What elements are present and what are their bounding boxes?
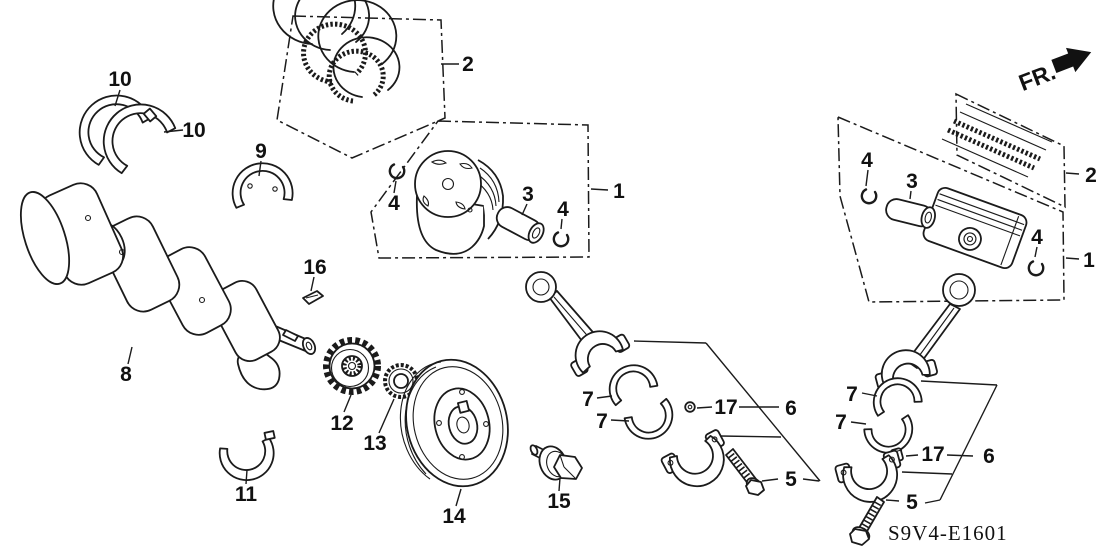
callout-4-right-b: 4 <box>1031 226 1043 249</box>
piston-left <box>414 150 504 255</box>
callout-4-left-b: 4 <box>557 198 569 221</box>
callout-7-left-b: 7 <box>596 410 608 433</box>
callout-17-left: 17 <box>714 396 737 419</box>
fr-label: FR. <box>1015 58 1059 96</box>
callout-6-left: 6 <box>785 397 797 420</box>
callout-11: 11 <box>235 483 258 506</box>
pin-clip-right-a <box>860 188 878 205</box>
woodruff-key <box>302 290 324 305</box>
pin-clip-left-a <box>388 163 406 180</box>
piston-pin-right <box>885 198 936 229</box>
rod-bolt-left <box>725 448 765 496</box>
piston-kit-box-left <box>370 120 590 259</box>
main-bearing-upper <box>231 162 294 209</box>
callout-5-left: 5 <box>785 468 797 491</box>
callout-15: 15 <box>547 490 571 513</box>
leader-lines <box>114 63 1080 507</box>
callout-8: 8 <box>120 363 132 386</box>
rod-bolt-right <box>849 496 885 546</box>
piston-ring-set-left <box>272 0 401 104</box>
fr-arrow-icon <box>1051 47 1092 74</box>
callout-labels: 10 10 9 2 1 3 4 4 16 8 12 13 11 14 15 7 … <box>108 53 1097 528</box>
ring-set-box-left <box>276 15 446 159</box>
pin-clip-left-b <box>552 231 570 248</box>
callout-2-left: 2 <box>462 53 474 76</box>
piston-pin-left <box>495 206 545 244</box>
callout-3-left: 3 <box>522 183 534 206</box>
rod-bearings-left <box>608 364 674 440</box>
connecting-rod-left <box>525 271 631 377</box>
crankshaft <box>19 182 317 391</box>
callout-7-right-a: 7 <box>846 383 858 406</box>
callout-4-left-a: 4 <box>388 192 400 215</box>
callout-10-b: 10 <box>182 119 205 142</box>
pulley-bolt <box>529 444 583 481</box>
thrust-washers <box>78 94 177 175</box>
callout-1-left: 1 <box>613 180 625 203</box>
timing-sprocket <box>323 337 381 395</box>
pin-clip-right-b <box>1027 260 1045 277</box>
callout-1-right: 1 <box>1083 249 1095 272</box>
callout-9: 9 <box>255 140 267 163</box>
rod-cap-left <box>660 429 725 488</box>
callout-4-right-a: 4 <box>861 149 873 172</box>
crank-pulley <box>399 358 509 488</box>
diagram-code: S9V4-E1601 <box>888 521 1008 545</box>
callout-12: 12 <box>330 412 353 435</box>
rod-bearings-right <box>863 377 923 454</box>
callout-5-right: 5 <box>906 491 918 514</box>
callout-7-right-b: 7 <box>835 411 847 434</box>
piston-kit-box-right <box>837 115 1065 303</box>
connecting-rod-right <box>874 273 976 390</box>
rod-cap-right <box>834 449 902 503</box>
piston-right <box>922 186 1028 270</box>
piston-ring-set-right <box>941 103 1053 178</box>
callout-6-right: 6 <box>983 445 995 468</box>
callout-7-left-a: 7 <box>582 388 594 411</box>
callout-2-right: 2 <box>1085 164 1097 187</box>
callout-16: 16 <box>303 256 326 279</box>
callout-14: 14 <box>442 505 466 528</box>
dowel-pin-left <box>684 401 696 413</box>
fr-direction-indicator: FR. <box>1015 47 1092 96</box>
main-bearing-lower <box>218 430 276 482</box>
callout-3-right: 3 <box>906 170 918 193</box>
callout-13: 13 <box>363 432 386 455</box>
callout-10-a: 10 <box>108 68 131 91</box>
callout-17-right: 17 <box>921 443 944 466</box>
